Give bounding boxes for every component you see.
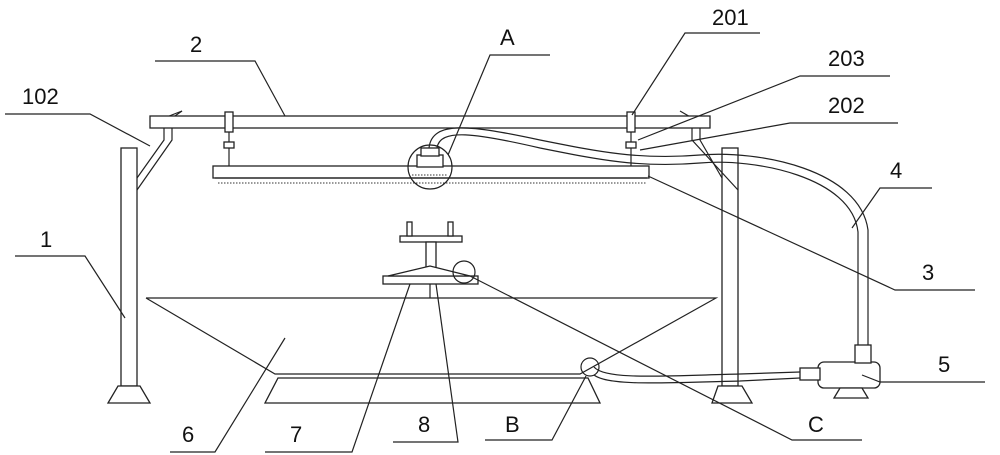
label-5: 5: [938, 352, 950, 377]
right-post: [711, 147, 754, 404]
label-1: 1: [40, 227, 52, 252]
label-2: 2: [190, 32, 202, 57]
label-203: 203: [828, 46, 865, 71]
hose-lower: [580, 357, 801, 384]
hose-upper: [428, 127, 869, 345]
label-A: A: [500, 25, 515, 50]
label-6: 6: [182, 422, 194, 447]
label-3: 3: [922, 260, 934, 285]
detail-A: [407, 144, 453, 190]
label-7: 7: [290, 422, 302, 447]
hanger-right: [625, 111, 637, 166]
labels: 1 102 2 A 201 203 202 4 3 5 6 7 8 B C: [22, 5, 950, 447]
left-post: [106, 147, 152, 404]
label-201: 201: [712, 5, 749, 30]
hanger-left: [223, 111, 235, 166]
label-4: 4: [890, 158, 902, 183]
leader-lines: [5, 32, 985, 453]
brush-plate: [212, 165, 650, 184]
top-beam: [149, 115, 711, 129]
label-C: C: [808, 412, 824, 437]
label-8: 8: [418, 412, 430, 437]
rotary-table: [382, 221, 479, 298]
label-202: 202: [828, 93, 865, 118]
pump: [799, 344, 881, 399]
label-B: B: [505, 412, 520, 437]
basin: [145, 297, 719, 404]
label-102: 102: [22, 84, 59, 109]
